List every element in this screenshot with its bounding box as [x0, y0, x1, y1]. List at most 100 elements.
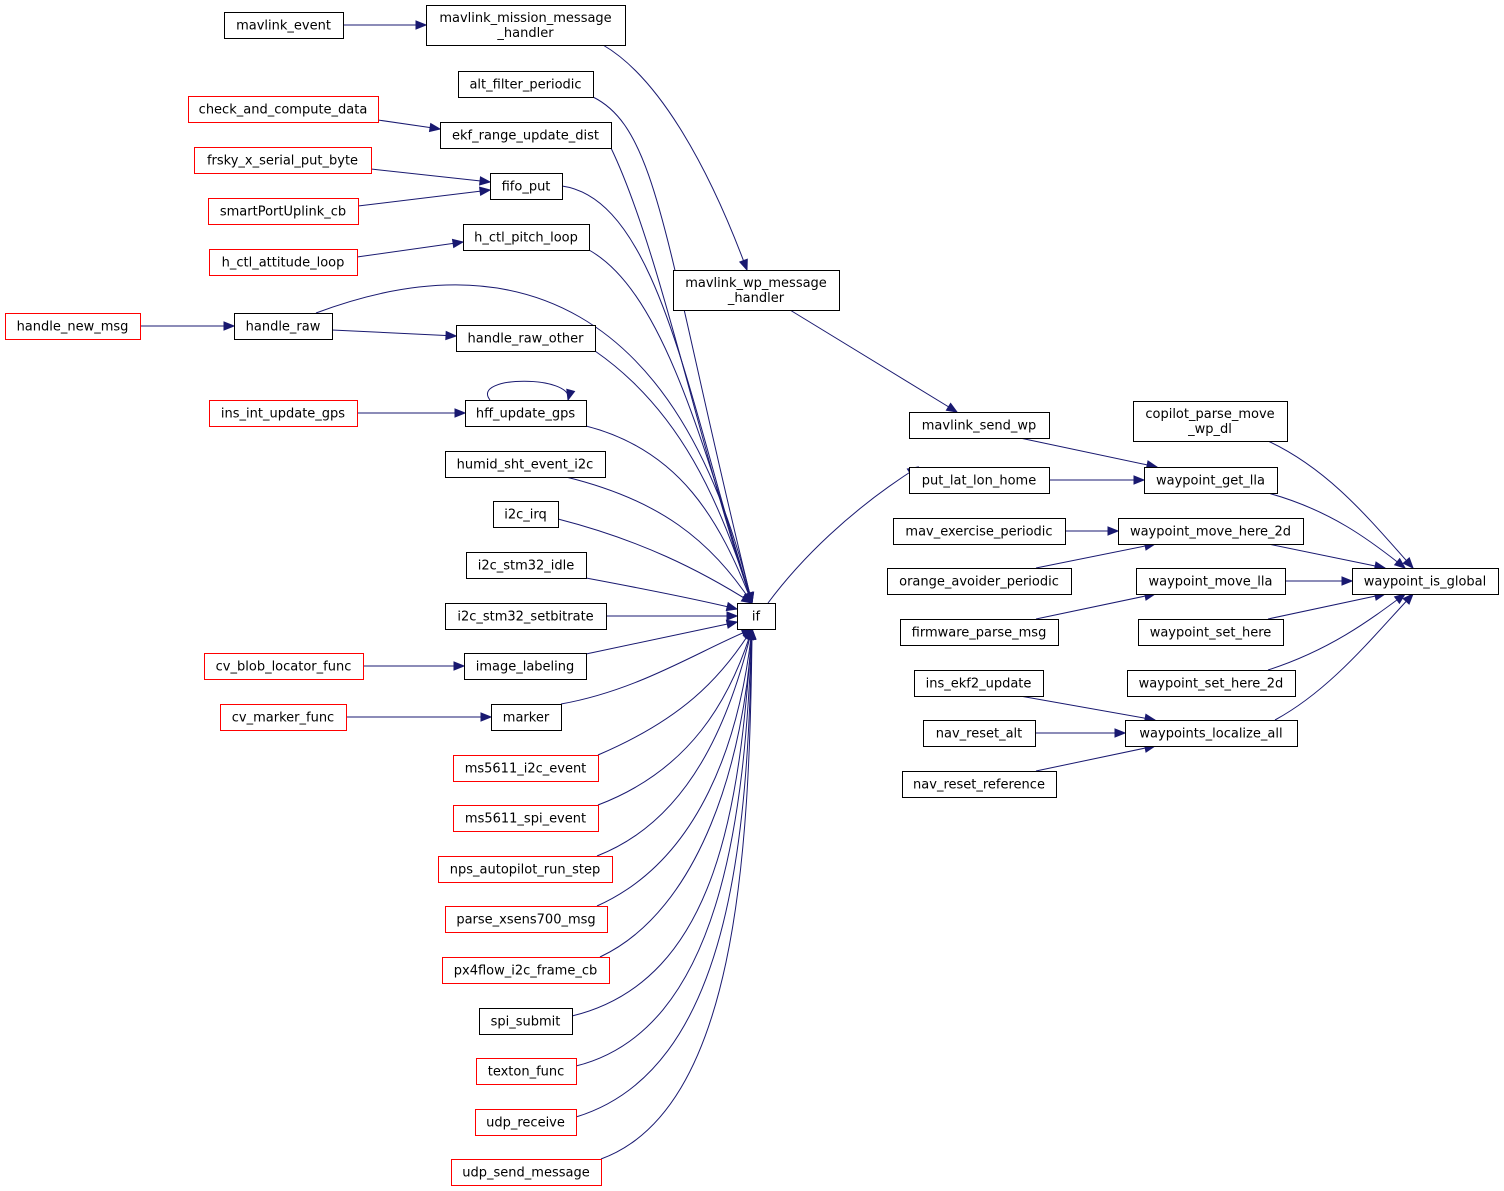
node-cv-marker-func[interactable]: cv_marker_func	[220, 704, 347, 731]
node-ekf-range-update-dist[interactable]: ekf_range_update_dist	[440, 122, 612, 149]
edge-line	[1035, 543, 1156, 569]
edge-ms5611-i2c-event-to-if	[597, 627, 753, 756]
edge-line	[602, 44, 748, 271]
node-box	[1133, 401, 1288, 442]
edges-layer	[140, 20, 1414, 1160]
edge-line	[357, 189, 491, 207]
node-frsky-x-serial-put-byte[interactable]: frsky_x_serial_put_byte	[194, 147, 372, 174]
node-waypoint-set-here-2d[interactable]: waypoint_set_here_2d	[1127, 670, 1296, 697]
node-label: ms5611_spi_event	[465, 812, 586, 827]
edge-line	[565, 476, 753, 604]
node-label: ins_ekf2_update	[926, 677, 1032, 692]
node-box	[1136, 568, 1286, 595]
node-mavlink-mission-message-handler[interactable]: mavlink_mission_message_handler	[426, 5, 626, 46]
arrow-head-icon	[479, 176, 492, 186]
arrow-head-icon	[725, 619, 739, 629]
node-label: waypoint_get_lla	[1156, 474, 1265, 489]
node-handle-raw[interactable]: handle_raw	[234, 313, 333, 340]
node-mavlink-wp-message-handler[interactable]: mavlink_wp_message_handler	[673, 270, 840, 311]
node-h-ctl-pitch-loop[interactable]: h_ctl_pitch_loop	[463, 224, 590, 251]
node-ms5611-i2c-event[interactable]: ms5611_i2c_event	[453, 755, 599, 782]
node-label: udp_receive	[486, 1116, 565, 1131]
node-label: px4flow_i2c_frame_cb	[454, 964, 597, 979]
node-put-lat-lon-home[interactable]: put_lat_lon_home	[909, 467, 1050, 494]
node-label: put_lat_lon_home	[922, 474, 1036, 489]
node-ins-int-update-gps[interactable]: ins_int_update_gps	[209, 400, 358, 427]
node-alt-filter-periodic[interactable]: alt_filter_periodic	[458, 71, 594, 98]
arrow-head-icon	[454, 408, 467, 418]
edge-line	[557, 518, 753, 604]
node-box	[737, 603, 776, 630]
node-box	[234, 313, 333, 340]
node-box	[209, 400, 358, 427]
node-ins-ekf2-update[interactable]: ins_ekf2_update	[914, 670, 1044, 697]
node-copilot-parse-move-wp-dl[interactable]: copilot_parse_move_wp_dl	[1133, 401, 1288, 442]
edge-line	[585, 621, 738, 655]
node-ms5611-spi-event[interactable]: ms5611_spi_event	[453, 805, 599, 832]
edge-i2c-stm32-setbitrate-to-if	[606, 611, 739, 621]
node-label: texton_func	[488, 1065, 565, 1080]
node-nav-reset-reference[interactable]: nav_reset_reference	[902, 771, 1057, 798]
node-spi-submit[interactable]: spi_submit	[479, 1008, 573, 1035]
node-box	[465, 400, 587, 427]
node-nav-reset-alt[interactable]: nav_reset_alt	[923, 720, 1036, 747]
node-box	[442, 957, 610, 984]
node-label: i2c_stm32_idle	[478, 559, 575, 574]
node-parse-xsens700-msg[interactable]: parse_xsens700_msg	[445, 906, 608, 933]
edge-ms5611-spi-event-to-if	[597, 627, 754, 806]
node-texton-func[interactable]: texton_func	[476, 1058, 577, 1085]
node-label: _handler	[727, 291, 785, 306]
edge-firmware-parse-msg-to-waypoint-move-lla	[1035, 591, 1157, 620]
node-marker[interactable]: marker	[491, 704, 562, 731]
node-label: smartPortUplink_cb	[220, 205, 346, 220]
node-waypoint-set-here[interactable]: waypoint_set_here	[1138, 619, 1284, 646]
node-orange-avoider-periodic[interactable]: orange_avoider_periodic	[887, 568, 1072, 595]
node-udp-receive[interactable]: udp_receive	[475, 1109, 577, 1136]
node-label: orange_avoider_periodic	[899, 575, 1059, 590]
edge-line	[575, 628, 753, 1067]
node-nps-autopilot-run-step[interactable]: nps_autopilot_run_step	[438, 856, 613, 883]
node-image-labeling[interactable]: image_labeling	[464, 653, 587, 680]
node-waypoint-get-lla[interactable]: waypoint_get_lla	[1144, 467, 1278, 494]
node-i2c-stm32-idle[interactable]: i2c_stm32_idle	[466, 552, 587, 579]
edge-smartPortUplink-cb-to-fifo-put	[357, 186, 492, 207]
node-fifo-put[interactable]: fifo_put	[490, 173, 563, 200]
node-humid-sht-event-i2c[interactable]: humid_sht_event_i2c	[445, 451, 606, 478]
node-handle-new-msg[interactable]: handle_new_msg	[5, 313, 141, 340]
node-waypoints-localize-all[interactable]: waypoints_localize_all	[1125, 720, 1298, 747]
node-box	[909, 467, 1050, 494]
node-if[interactable]: if	[737, 603, 776, 630]
node-box	[445, 906, 608, 933]
edge-marker-to-if	[560, 628, 754, 705]
edge-texton-func-to-if	[575, 627, 757, 1067]
node-box	[493, 501, 559, 528]
node-waypoint-move-lla[interactable]: waypoint_move_lla	[1136, 568, 1286, 595]
arrow-head-icon	[1402, 593, 1414, 605]
node-label: waypoint_set_here	[1150, 626, 1272, 641]
node-h-ctl-attitude-loop[interactable]: h_ctl_attitude_loop	[209, 249, 358, 276]
node-i2c-stm32-setbitrate[interactable]: i2c_stm32_setbitrate	[445, 603, 607, 630]
node-smartPortUplink-cb[interactable]: smartPortUplink_cb	[208, 198, 359, 225]
node-px4flow-i2c-frame-cb[interactable]: px4flow_i2c_frame_cb	[442, 957, 610, 984]
node-mav-exercise-periodic[interactable]: mav_exercise_periodic	[893, 518, 1066, 545]
node-firmware-parse-msg[interactable]: firmware_parse_msg	[900, 619, 1059, 646]
node-mavlink-send-wp[interactable]: mavlink_send_wp	[909, 412, 1050, 439]
node-mavlink-event[interactable]: mavlink_event	[224, 12, 344, 39]
edge-frsky-x-serial-put-byte-to-fifo-put	[370, 168, 492, 186]
edge-udp-send-message-to-if	[600, 627, 757, 1160]
node-check-and-compute-data[interactable]: check_and_compute_data	[188, 96, 379, 123]
node-handle-raw-other[interactable]: handle_raw_other	[456, 325, 596, 352]
node-label: fifo_put	[502, 180, 551, 195]
node-hff-update-gps[interactable]: hff_update_gps	[465, 400, 587, 427]
node-udp-send-message[interactable]: udp_send_message	[451, 1159, 602, 1186]
arrow-head-icon	[451, 238, 465, 249]
node-box	[476, 1058, 577, 1085]
node-waypoint-is-global[interactable]: waypoint_is_global	[1352, 568, 1499, 595]
node-i2c-irq[interactable]: i2c_irq	[493, 501, 559, 528]
edge-line	[1267, 593, 1386, 620]
node-waypoint-move-here-2d[interactable]: waypoint_move_here_2d	[1118, 518, 1304, 545]
node-box	[209, 249, 358, 276]
node-label: mavlink_mission_message	[439, 11, 611, 26]
node-label: firmware_parse_msg	[912, 626, 1047, 641]
node-cv-blob-locator-func[interactable]: cv_blob_locator_func	[204, 653, 364, 680]
